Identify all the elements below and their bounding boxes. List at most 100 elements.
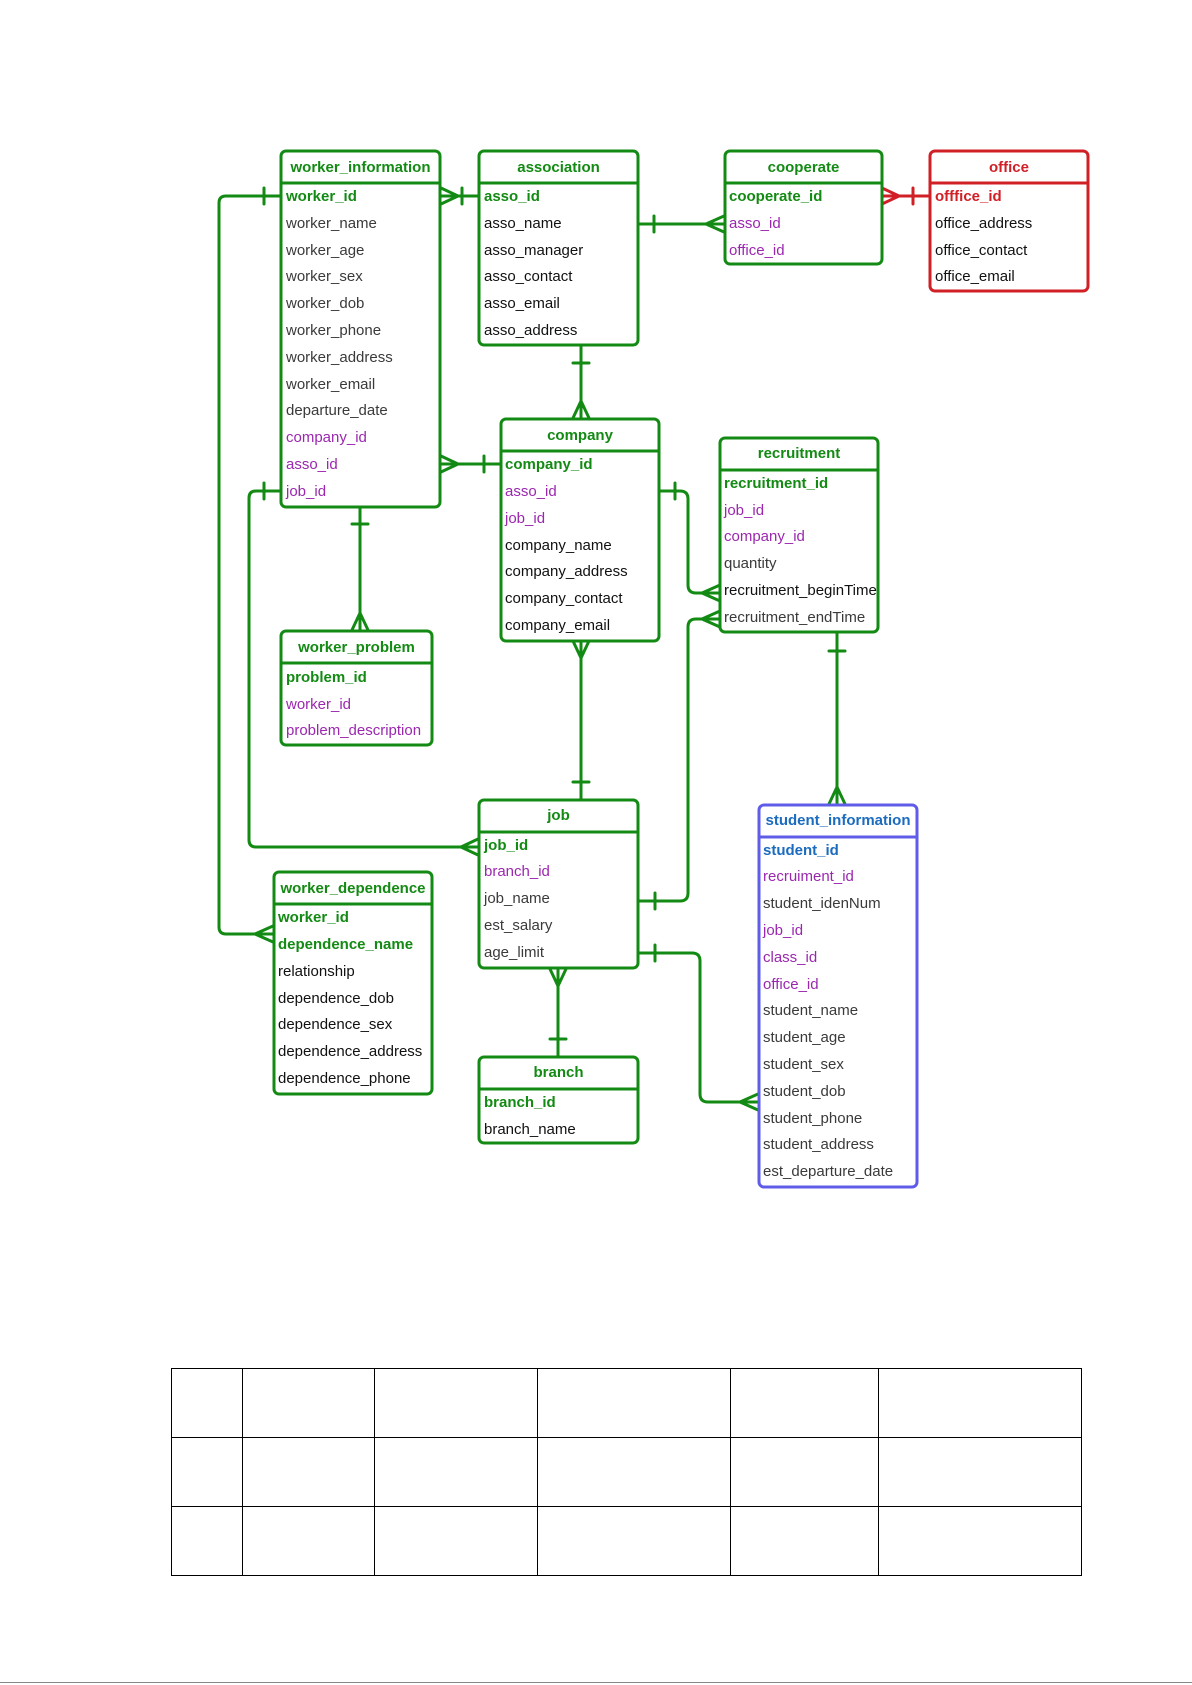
field-student-name: student_name (763, 1002, 858, 1019)
entity-title: worker_problem (297, 639, 415, 656)
field-cooperate-id: cooperate_id (729, 188, 822, 205)
rel-worker-job (247, 489, 480, 849)
table-cell (730, 1368, 879, 1438)
field-job-id: job_id (762, 922, 803, 939)
field-student-age: student_age (763, 1029, 846, 1046)
entity-title: branch (533, 1064, 583, 1081)
entity-title: worker_dependence (279, 880, 425, 897)
table-cell (730, 1437, 879, 1507)
crowfoot-company-job (571, 639, 591, 660)
crowfoot-cooperate-office (880, 186, 901, 206)
field-asso-address: asso_address (484, 322, 577, 339)
field-job-id: job_id (285, 483, 326, 500)
table-cell (171, 1437, 243, 1507)
field-asso-name: asso_name (484, 215, 562, 232)
empty-table (171, 1368, 1082, 1576)
table-cell (878, 1506, 1082, 1576)
page-bottom-rule (0, 1682, 1192, 1683)
crowfoot-association-cooperate (704, 214, 726, 234)
table-cell (878, 1437, 1082, 1507)
crowfoot-worker-job (459, 837, 480, 857)
field-office-id: offfice_id (935, 188, 1002, 205)
field-branch-id: branch_id (484, 1094, 556, 1111)
crowfoot-job-branch (548, 967, 568, 988)
entity-worker-dependence: worker_dependence worker_id dependence_n… (272, 870, 434, 1096)
field-est-salary: est_salary (484, 917, 553, 934)
table-cell (242, 1437, 375, 1507)
field-worker-id: worker_id (277, 909, 349, 926)
field-worker-phone: worker_phone (285, 322, 381, 339)
table-row (171, 1506, 1082, 1576)
field-recruitment-begintime: recruitment_beginTime (724, 582, 877, 599)
field-job-id: job_id (723, 502, 764, 519)
table-cell (171, 1506, 243, 1576)
entity-title: association (517, 159, 600, 176)
table-row (171, 1437, 1082, 1507)
crowfoot-recruitment-student (827, 785, 847, 806)
table-cell (537, 1437, 731, 1507)
field-asso-id: asso_id (729, 215, 781, 232)
field-asso-manager: asso_manager (484, 242, 583, 259)
field-asso-contact: asso_contact (484, 268, 573, 285)
table-cell (374, 1506, 538, 1576)
table-cell (374, 1437, 538, 1507)
field-worker-id: worker_id (285, 188, 357, 205)
field-asso-id: asso_id (484, 188, 540, 205)
crowfoot-company-recruitment (700, 583, 722, 603)
entity-job: job job_id branch_id job_name est_salary… (477, 798, 640, 970)
crowfoot-worker-company (439, 454, 460, 474)
entity-title: recruitment (758, 445, 841, 462)
field-branch-id: branch_id (484, 863, 550, 880)
entity-title: office (989, 159, 1029, 176)
field-asso-id: asso_id (286, 456, 338, 473)
field-company-id: company_id (724, 528, 805, 545)
table-cell (171, 1368, 243, 1438)
table-cell (537, 1368, 731, 1438)
field-student-dob: student_dob (763, 1083, 846, 1100)
field-worker-sex: worker_sex (285, 268, 363, 285)
field-company-name: company_name (505, 537, 612, 554)
field-company-contact: company_contact (505, 590, 623, 607)
entity-branch: branch branch_id branch_name (477, 1055, 640, 1145)
crowfoot-worker-association (439, 186, 460, 206)
field-recruitment-endtime: recruitment_endTime (724, 609, 865, 626)
field-branch-name: branch_name (484, 1121, 576, 1138)
field-company-address: company_address (505, 563, 628, 580)
field-worker-address: worker_address (285, 349, 393, 366)
entity-worker-problem: worker_problem problem_id worker_id prob… (279, 629, 434, 747)
field-problem-id: problem_id (286, 669, 367, 686)
field-recruitment-id: recruitment_id (724, 475, 828, 492)
field-worker-email: worker_email (285, 376, 375, 393)
field-dependence-dob: dependence_dob (278, 990, 394, 1007)
field-est-departure-date: est_departure_date (763, 1163, 893, 1180)
entity-title: cooperate (768, 159, 840, 176)
field-student-id: student_id (763, 842, 839, 859)
field-company-id: company_id (505, 456, 593, 473)
field-job-id: job_id (483, 837, 528, 854)
field-student-phone: student_phone (763, 1110, 862, 1127)
entity-association: association asso_id asso_name asso_manag… (477, 149, 640, 347)
entity-cooperate: cooperate cooperate_id asso_id office_id (723, 149, 884, 266)
crowfoot-job-student (738, 1092, 760, 1112)
field-student-idennum: student_idenNum (763, 895, 881, 912)
table-cell (374, 1368, 538, 1438)
field-office-contact: office_contact (935, 242, 1028, 259)
field-job-name: job_name (483, 890, 550, 907)
field-worker-id: worker_id (285, 696, 351, 713)
field-dependence-name: dependence_name (278, 936, 413, 953)
field-office-email: office_email (935, 268, 1015, 285)
entity-worker-information: worker_information worker_id worker_name… (279, 149, 442, 509)
field-dependence-address: dependence_address (278, 1043, 422, 1060)
crowfoot-worker-dependence (253, 924, 275, 944)
field-dependence-phone: dependence_phone (278, 1070, 411, 1087)
rel-company-recruitment (658, 489, 722, 595)
entity-recruitment: recruitment recruitment_id job_id compan… (718, 436, 880, 634)
field-problem-description: problem_description (286, 722, 421, 739)
field-office-id: office_id (763, 976, 819, 993)
field-asso-id: asso_id (505, 483, 557, 500)
field-company-email: company_email (505, 617, 610, 634)
entity-student-information: student_information student_id recruimen… (757, 803, 919, 1189)
crowfoot-worker-problem (350, 611, 370, 632)
field-office-address: office_address (935, 215, 1032, 232)
